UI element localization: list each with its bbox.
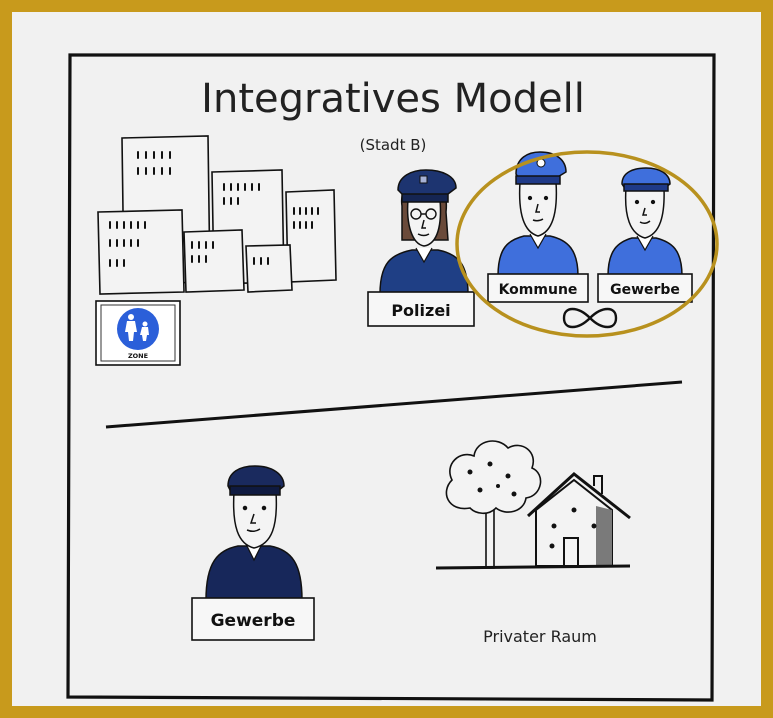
gewerbe-bottom-label-box	[191, 597, 315, 641]
police-officer-figure	[379, 169, 469, 295]
ground-line	[435, 564, 631, 570]
city-buildings-icon	[97, 135, 337, 295]
diagram-title: Integratives Modell	[201, 76, 585, 122]
commercial-guard-figure-top	[607, 167, 683, 277]
pedestrian-zone-sign-icon: ZONE	[95, 300, 181, 366]
diagram-border	[66, 53, 716, 702]
municipal-officer-figure	[497, 151, 579, 277]
polizei-label: Polizei	[391, 301, 450, 320]
kommune-label: Kommune	[499, 282, 578, 298]
polizei-label-box	[367, 291, 475, 327]
commercial-guard-figure-bottom	[205, 465, 303, 601]
diagram-subtitle: (Stadt B)	[360, 136, 427, 154]
tree-icon	[445, 440, 542, 569]
gewerbe-bottom-label: Gewerbe	[211, 611, 296, 631]
private-space-label: Privater Raum	[483, 627, 597, 646]
infinity-icon	[562, 307, 618, 329]
highlight-ring	[455, 150, 719, 338]
kommune-label-box	[487, 273, 589, 303]
gewerbe-top-label: Gewerbe	[610, 282, 680, 298]
divider-line	[105, 380, 683, 429]
zone-sign-label: ZONE	[128, 352, 148, 360]
house-icon	[526, 472, 631, 567]
gewerbe-top-label-box	[597, 273, 693, 303]
